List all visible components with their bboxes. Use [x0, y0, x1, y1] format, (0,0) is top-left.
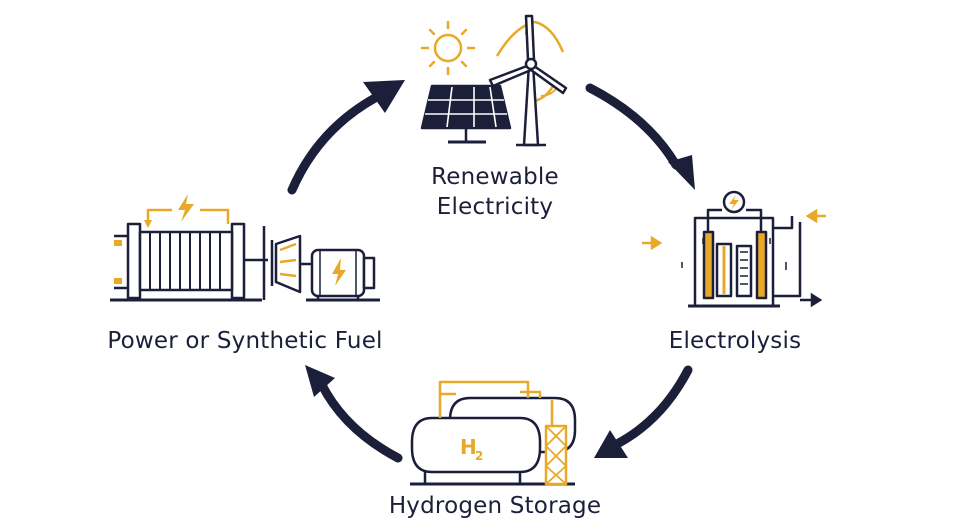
electrolysis-flow-arrows	[642, 208, 826, 251]
sun-icon	[420, 20, 476, 76]
tank-subscript: 2	[475, 449, 483, 463]
arrowhead-top-left	[363, 80, 405, 113]
arrowhead-top-right	[668, 155, 695, 190]
hydrogen-tank-icon	[410, 380, 577, 486]
label-electrolysis: Electrolysis	[668, 328, 802, 354]
arrow-renewable-to-electrolysis	[585, 83, 681, 170]
electrolyzer-icon	[681, 190, 802, 308]
fuel-cell-wiring	[144, 208, 230, 228]
solar-panel-icon	[420, 84, 512, 144]
cycle-arrows	[287, 83, 693, 463]
label-renewable-line2: Electricity	[436, 194, 554, 220]
fuel-cell-stack-icon	[110, 222, 268, 302]
label-hydrogen-storage: Hydrogen Storage	[388, 493, 602, 519]
lightning-bolt-icon	[729, 195, 739, 210]
arrowhead-bottom-left	[305, 365, 335, 397]
arrow-storage-to-power	[317, 380, 403, 463]
lightning-bolt-icon	[332, 258, 346, 286]
lightning-bolt-icon	[178, 194, 194, 222]
electrolysis-output-arrow	[800, 292, 823, 308]
arrow-heads	[305, 80, 695, 458]
arrow-electrolysis-to-storage	[612, 365, 693, 449]
turbine-generator-icon	[262, 226, 380, 302]
arrowhead-bottom-right	[594, 430, 628, 458]
label-renewable-electricity: Renewable Electricity	[415, 162, 575, 222]
label-power-synthetic-fuel: Power or Synthetic Fuel	[107, 328, 383, 354]
tank-symbol: H	[460, 435, 477, 459]
label-renewable-line1: Renewable	[431, 164, 559, 190]
arrow-power-to-renewable	[287, 93, 380, 195]
wind-turbine-icon	[488, 14, 568, 147]
